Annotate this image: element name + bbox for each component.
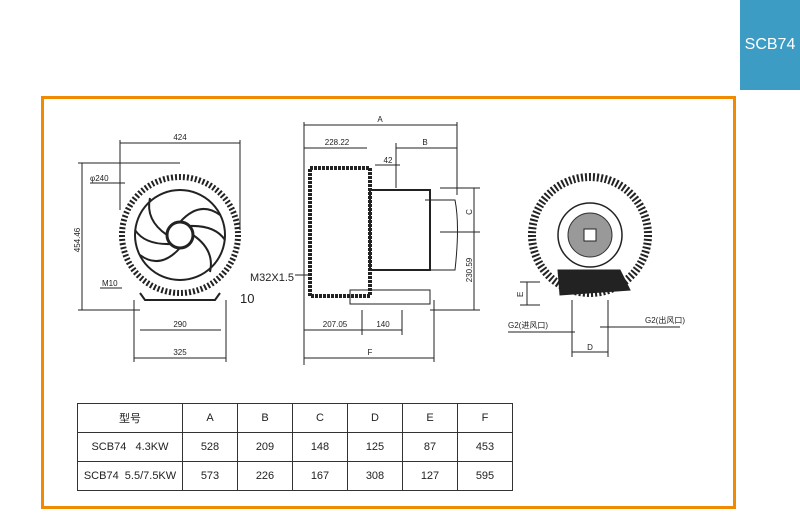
rear-view: E D G2(进风口) G2(出风口): [508, 173, 685, 357]
svg-text:A: A: [377, 115, 383, 124]
inlet-label: G2(进风口): [508, 321, 548, 330]
svg-text:E: E: [516, 292, 525, 297]
svg-text:207.05: 207.05: [323, 320, 348, 329]
model-tab: SCB74: [740, 0, 800, 90]
bolt-label: M10: [102, 279, 118, 288]
dim-diameter: φ240: [90, 174, 109, 183]
svg-text:F: F: [368, 348, 373, 357]
foot-label: 10: [240, 291, 254, 306]
svg-text:230.59: 230.59: [465, 257, 474, 282]
svg-text:228.22: 228.22: [325, 138, 350, 147]
front-view: 424 φ240 454.46 M10 10 290 325: [73, 133, 254, 362]
drawing-frame: [41, 96, 736, 509]
side-view: A 228.22 B 42 C 230.59 M32X1.5 207.05 14…: [250, 115, 480, 365]
dim-width: 424: [173, 133, 187, 142]
dim-base-outer: 325: [173, 348, 187, 357]
dim-base-inner: 290: [173, 320, 187, 329]
outlet-label: G2(出风口): [645, 315, 685, 325]
svg-text:42: 42: [384, 156, 393, 165]
thread-label: M32X1.5: [250, 272, 294, 284]
dim-height: 454.46: [73, 227, 82, 252]
svg-text:B: B: [422, 138, 427, 147]
svg-text:C: C: [465, 209, 474, 215]
svg-text:D: D: [587, 343, 593, 352]
svg-text:140: 140: [376, 320, 390, 329]
